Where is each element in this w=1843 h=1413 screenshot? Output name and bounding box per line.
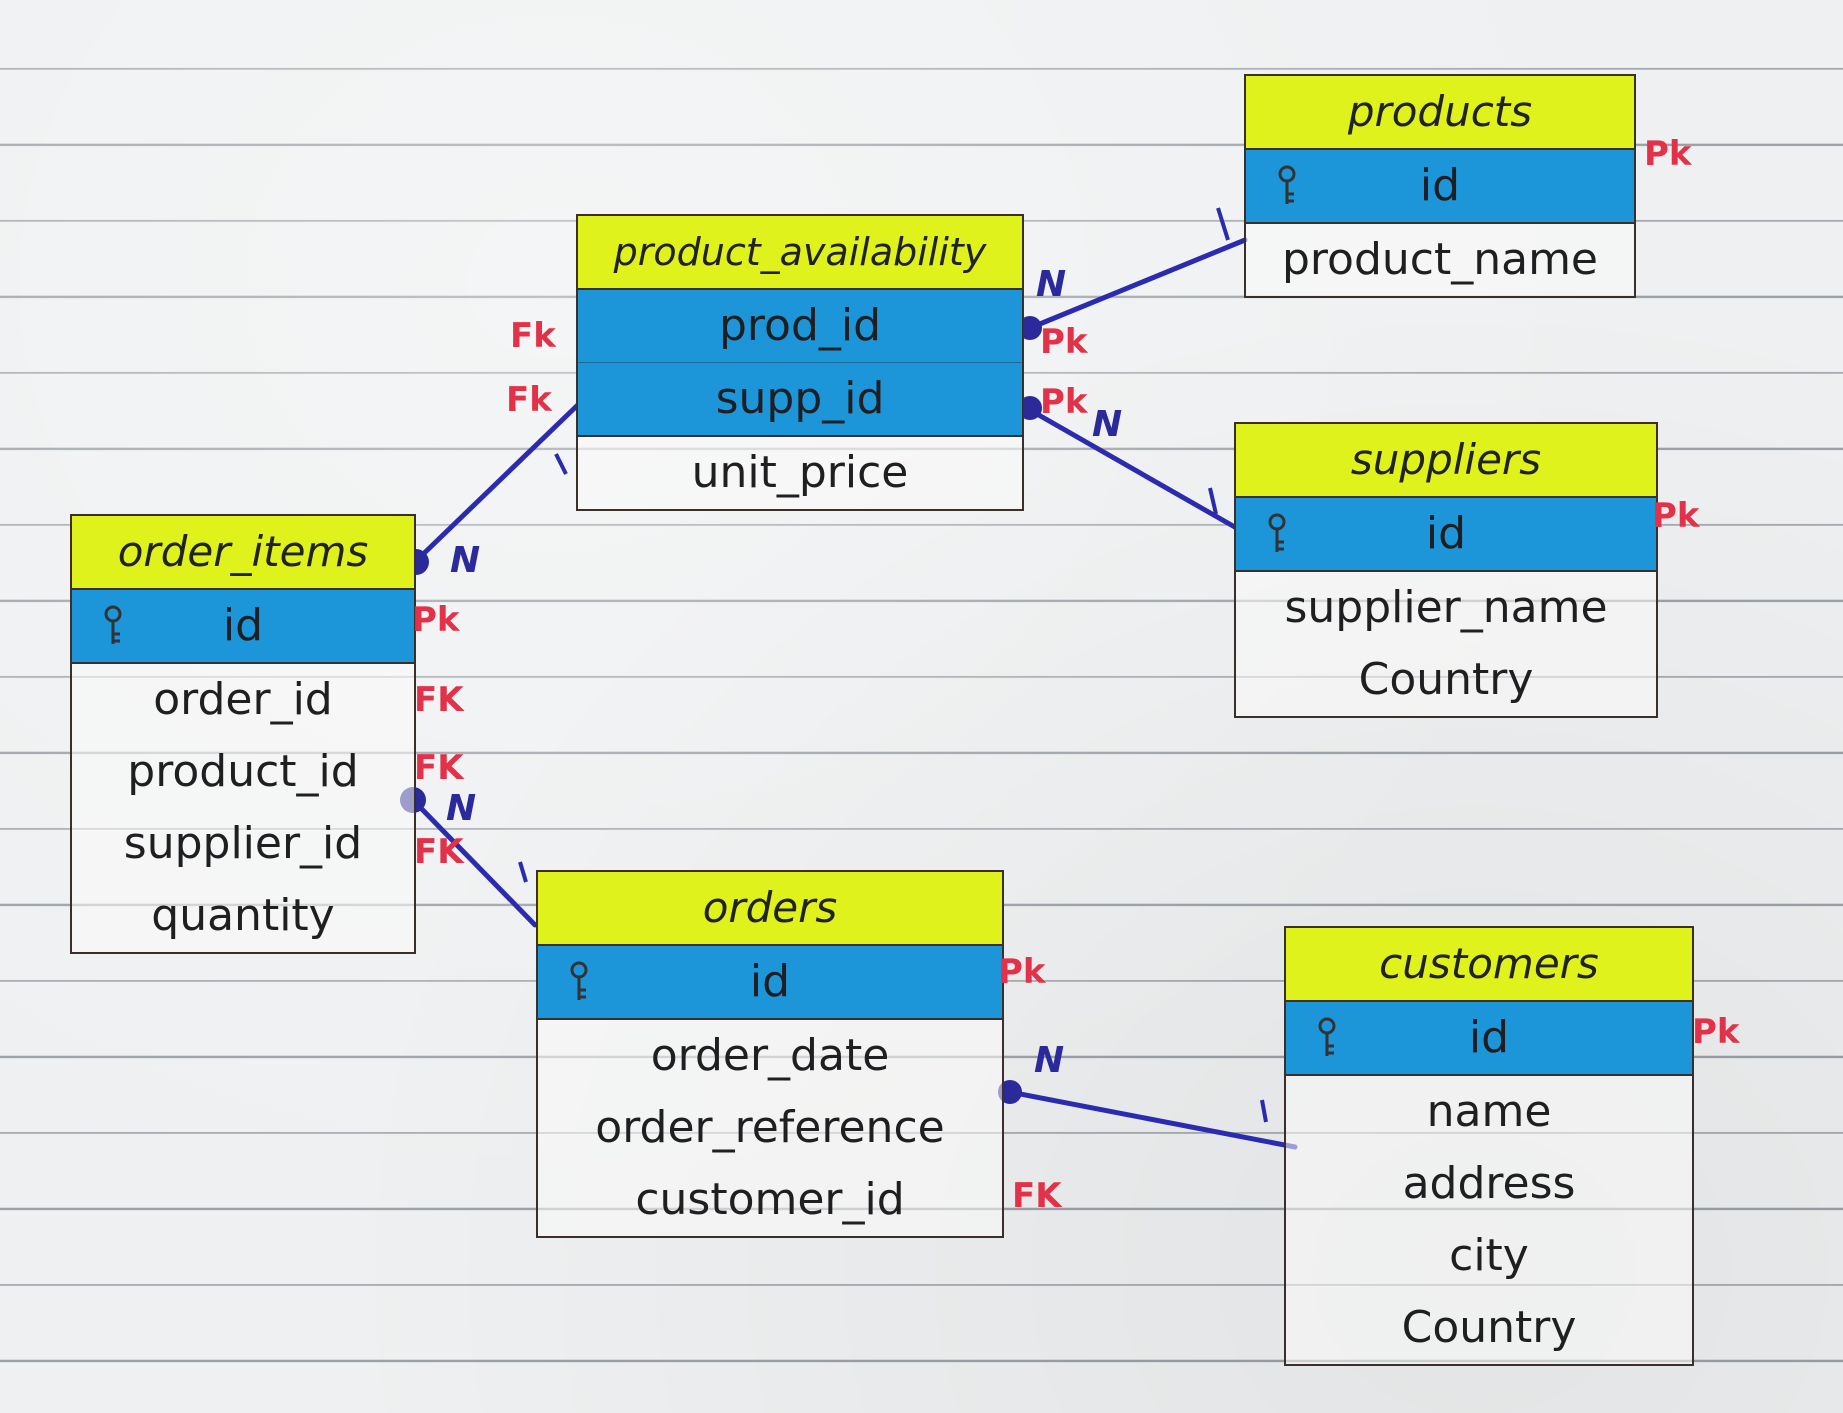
rel-availability-products (1027, 237, 1248, 331)
rel-orders-customers (1007, 1089, 1298, 1150)
field-label: city (1449, 1230, 1529, 1281)
field-order-items-product-id: product_id (72, 736, 414, 808)
field-label: supp_id (715, 373, 885, 424)
field-label: id (1419, 160, 1461, 211)
entity-title: order_items (72, 516, 414, 590)
field-availability-supp-id: supp_id (578, 363, 1022, 437)
entity-title: suppliers (1236, 424, 1656, 498)
field-availability-unit-price: unit_price (578, 437, 1022, 509)
field-customers-id: id (1286, 1002, 1692, 1076)
entity-product-availability: product_availability prod_id supp_id uni… (576, 214, 1024, 511)
field-label: quantity (151, 890, 335, 941)
tag-fk: FK (1012, 1176, 1062, 1216)
rel-orderitems-orders (410, 797, 538, 928)
entity-products: products id product_name (1244, 74, 1636, 298)
field-label: supplier_id (123, 818, 363, 869)
field-orders-id: id (538, 946, 1002, 1020)
field-label: prod_id (718, 300, 882, 351)
field-customers-address: address (1286, 1148, 1692, 1220)
field-label: id (1468, 1012, 1510, 1063)
rel-dot-supp (1018, 396, 1042, 420)
field-label: id (749, 956, 791, 1007)
entity-title: orders (538, 872, 1002, 946)
entity-title: customers (1286, 928, 1692, 1002)
field-orders-customer-id: customer_id (538, 1164, 1002, 1236)
entity-order-items: order_items id order_id product_id suppl… (70, 514, 416, 954)
field-order-items-quantity: quantity (72, 880, 414, 952)
rel-dot-prod (1018, 316, 1042, 340)
field-label: id (1425, 508, 1467, 559)
entity-suppliers: suppliers id supplier_name Country (1234, 422, 1658, 718)
field-label: Country (1401, 1302, 1577, 1353)
field-suppliers-country: Country (1236, 644, 1656, 716)
tag-pk: Pk (1692, 1012, 1740, 1052)
tag-pk: Pk (1644, 134, 1692, 174)
one-tick-customers (1260, 1099, 1268, 1123)
key-icon (1268, 513, 1286, 552)
field-products-product-name: product_name (1246, 224, 1634, 296)
one-tick-suppliers (1208, 487, 1218, 515)
card-n-orderitems-orders: N (446, 788, 477, 829)
field-suppliers-id: id (1236, 498, 1656, 572)
card-n-orders: N (1034, 1040, 1065, 1081)
field-customers-country: Country (1286, 1292, 1692, 1364)
key-icon (1278, 165, 1296, 204)
tag-pk: Pk (1652, 496, 1700, 536)
field-suppliers-supplier-name: supplier_name (1236, 572, 1656, 644)
tag-fk: FK (414, 748, 464, 788)
field-order-items-supplier-id: supplier_id (72, 808, 414, 880)
field-label: order_id (153, 674, 333, 725)
tag-fk: Fk (510, 316, 556, 356)
card-n-orderitems: N (450, 540, 481, 581)
entity-title: product_availability (578, 216, 1022, 290)
entity-customers: customers id name address city Country (1284, 926, 1694, 1366)
one-tick-products (1216, 207, 1230, 241)
tag-fk: FK (414, 680, 464, 720)
field-label: customer_id (635, 1174, 905, 1225)
field-label: name (1426, 1086, 1552, 1137)
tag-fk: Fk (506, 380, 552, 420)
field-customers-city: city (1286, 1220, 1692, 1292)
key-icon (570, 961, 588, 1000)
field-orders-order-reference: order_reference (538, 1092, 1002, 1164)
tag-pk: Pk (998, 952, 1046, 992)
tag-pk: Pk (1040, 322, 1088, 362)
card-n-supp: N (1092, 404, 1123, 445)
key-icon (1318, 1017, 1336, 1056)
field-label: order_reference (595, 1102, 945, 1153)
field-label: Country (1358, 654, 1534, 705)
field-label: product_id (127, 746, 359, 797)
field-label: order_date (650, 1030, 890, 1081)
rel-dot-orders (998, 1080, 1022, 1104)
field-label: address (1402, 1158, 1576, 1209)
rel-orderitems-availability (412, 395, 588, 565)
field-label: unit_price (691, 447, 909, 498)
entity-title: products (1246, 76, 1634, 150)
one-tick-availability (554, 453, 568, 475)
field-order-items-id: id (72, 590, 414, 664)
card-n-prod: N (1036, 264, 1067, 305)
field-label: product_name (1281, 234, 1598, 285)
field-products-id: id (1246, 150, 1634, 224)
tag-pk: Pk (1040, 382, 1088, 422)
rel-availability-suppliers (1027, 407, 1243, 533)
one-tick-orders (518, 861, 528, 883)
field-label: supplier_name (1284, 582, 1608, 633)
field-order-items-order-id: order_id (72, 664, 414, 736)
tag-pk: Pk (412, 600, 460, 640)
entity-orders: orders id order_date order_reference cus… (536, 870, 1004, 1238)
tag-fk: FK (414, 832, 464, 872)
field-customers-name: name (1286, 1076, 1692, 1148)
key-icon (104, 605, 122, 644)
field-availability-prod-id: prod_id (578, 290, 1022, 363)
field-orders-order-date: order_date (538, 1020, 1002, 1092)
field-label: id (222, 600, 264, 651)
